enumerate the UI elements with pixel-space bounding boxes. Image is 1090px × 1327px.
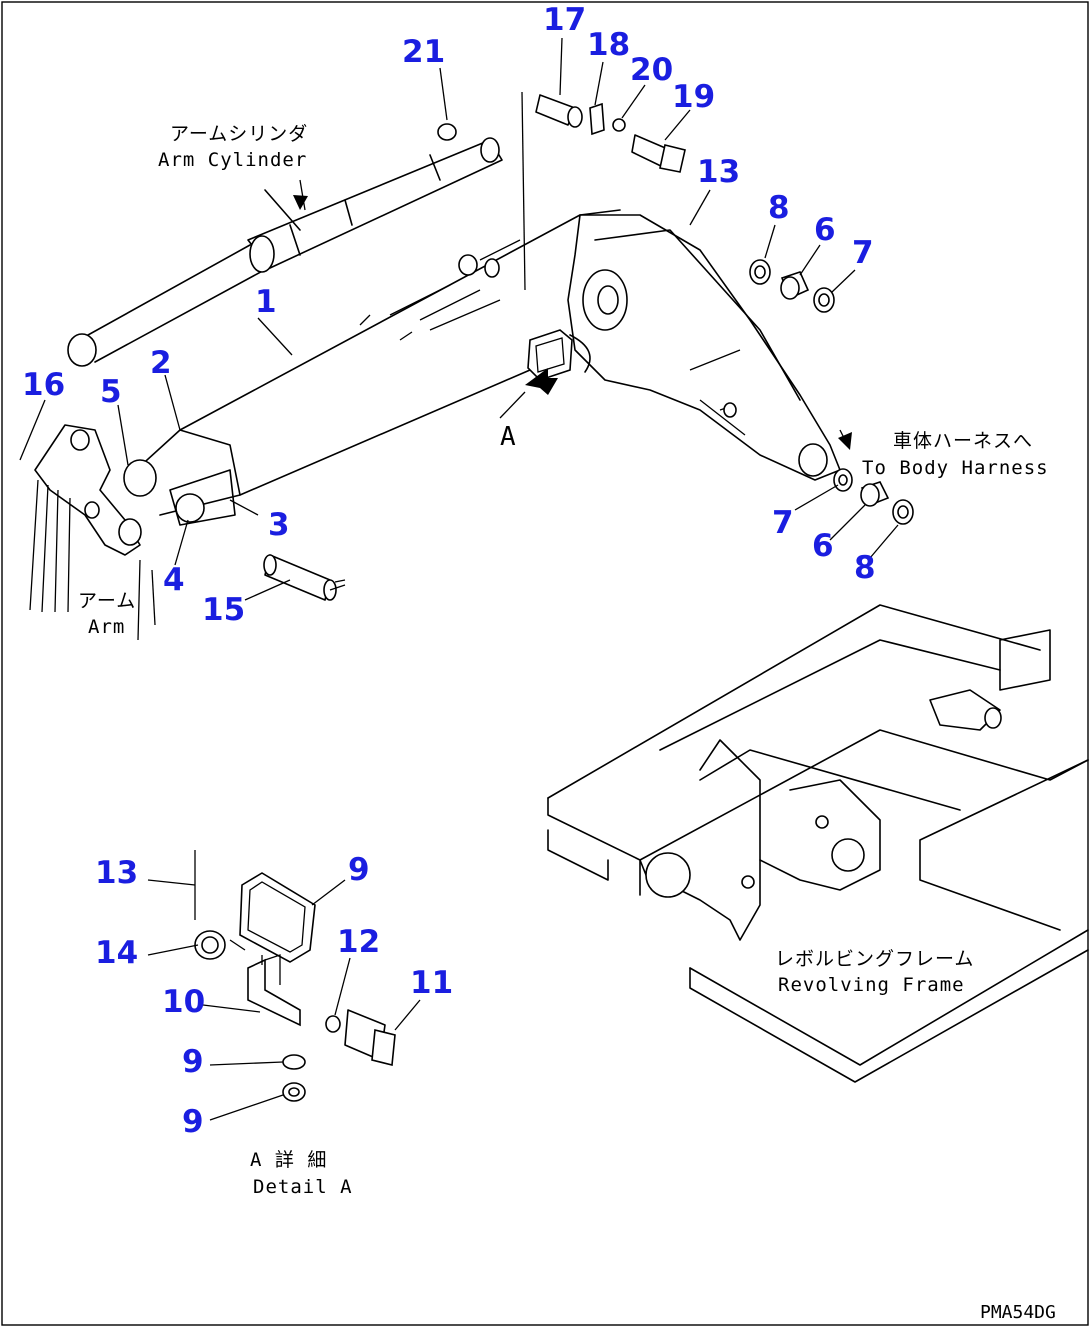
label-view-a: A <box>500 422 516 452</box>
label-detail-en: Detail A <box>253 1176 353 1198</box>
hardware-top <box>437 91 686 291</box>
detail-a-drawing <box>194 850 396 1102</box>
drawing-code: PMA54DG <box>980 1302 1056 1323</box>
arm-drawing <box>29 424 142 641</box>
callout-16: 16 <box>22 367 65 403</box>
callout-7a: 7 <box>852 235 874 271</box>
callout-18: 18 <box>587 27 630 63</box>
arrow-head-icon <box>838 432 852 450</box>
label-arm-en: Arm <box>88 616 125 638</box>
label-detail-jp: A 詳 細 <box>250 1149 327 1171</box>
callout-3: 3 <box>268 507 290 543</box>
label-arm-cylinder-jp: アームシリンダ <box>170 123 308 145</box>
callout-8a: 8 <box>768 190 790 226</box>
callout-10: 10 <box>162 984 205 1020</box>
leader-lines <box>19 37 899 1121</box>
callout-1: 1 <box>255 284 277 320</box>
callout-13-detail: 13 <box>95 855 138 891</box>
callout-5: 5 <box>100 374 122 410</box>
bushings-drawing <box>749 259 914 525</box>
callout-13-boom: 13 <box>697 154 740 190</box>
callout-21: 21 <box>402 34 445 70</box>
label-arm-cylinder-en: Arm Cylinder <box>158 149 307 171</box>
callout-15: 15 <box>202 592 245 628</box>
text-labels: アームシリンダ Arm Cylinder アーム Arm 車体ハーネスへ To … <box>78 123 1056 1323</box>
arm-cylinder-drawing <box>67 137 503 367</box>
label-revolving-frame-en: Revolving Frame <box>778 974 965 996</box>
callout-19: 19 <box>672 79 715 115</box>
callout-numbers: 1 2 3 4 5 6 6 7 7 8 8 9 9 9 10 11 12 13 … <box>22 2 876 1140</box>
callout-7b: 7 <box>772 505 794 541</box>
callout-9-washer: 9 <box>182 1044 204 1080</box>
label-body-harness-jp: 車体ハーネスへ <box>893 430 1033 452</box>
callout-8b: 8 <box>854 550 876 586</box>
callout-17: 17 <box>543 2 586 38</box>
callout-2: 2 <box>150 345 172 381</box>
pin-15-drawing <box>263 554 346 601</box>
callout-9-lamp: 9 <box>348 852 370 888</box>
label-revolving-frame-jp: レボルビングフレーム <box>775 948 974 970</box>
callout-6a: 6 <box>814 212 836 248</box>
boom-drawing <box>123 209 841 526</box>
callout-14: 14 <box>95 935 138 971</box>
callout-9-nut: 9 <box>182 1104 204 1140</box>
label-arm-jp: アーム <box>78 590 136 612</box>
callout-20: 20 <box>630 52 673 88</box>
callout-11: 11 <box>410 965 453 1001</box>
label-body-harness-en: To Body Harness <box>862 457 1049 479</box>
callout-12: 12 <box>337 924 380 960</box>
revolving-frame-drawing <box>547 604 1089 1083</box>
callout-6b: 6 <box>812 528 834 564</box>
arrow-head-icon <box>293 195 308 210</box>
lamp-on-boom <box>525 329 573 395</box>
callout-4: 4 <box>163 562 185 598</box>
